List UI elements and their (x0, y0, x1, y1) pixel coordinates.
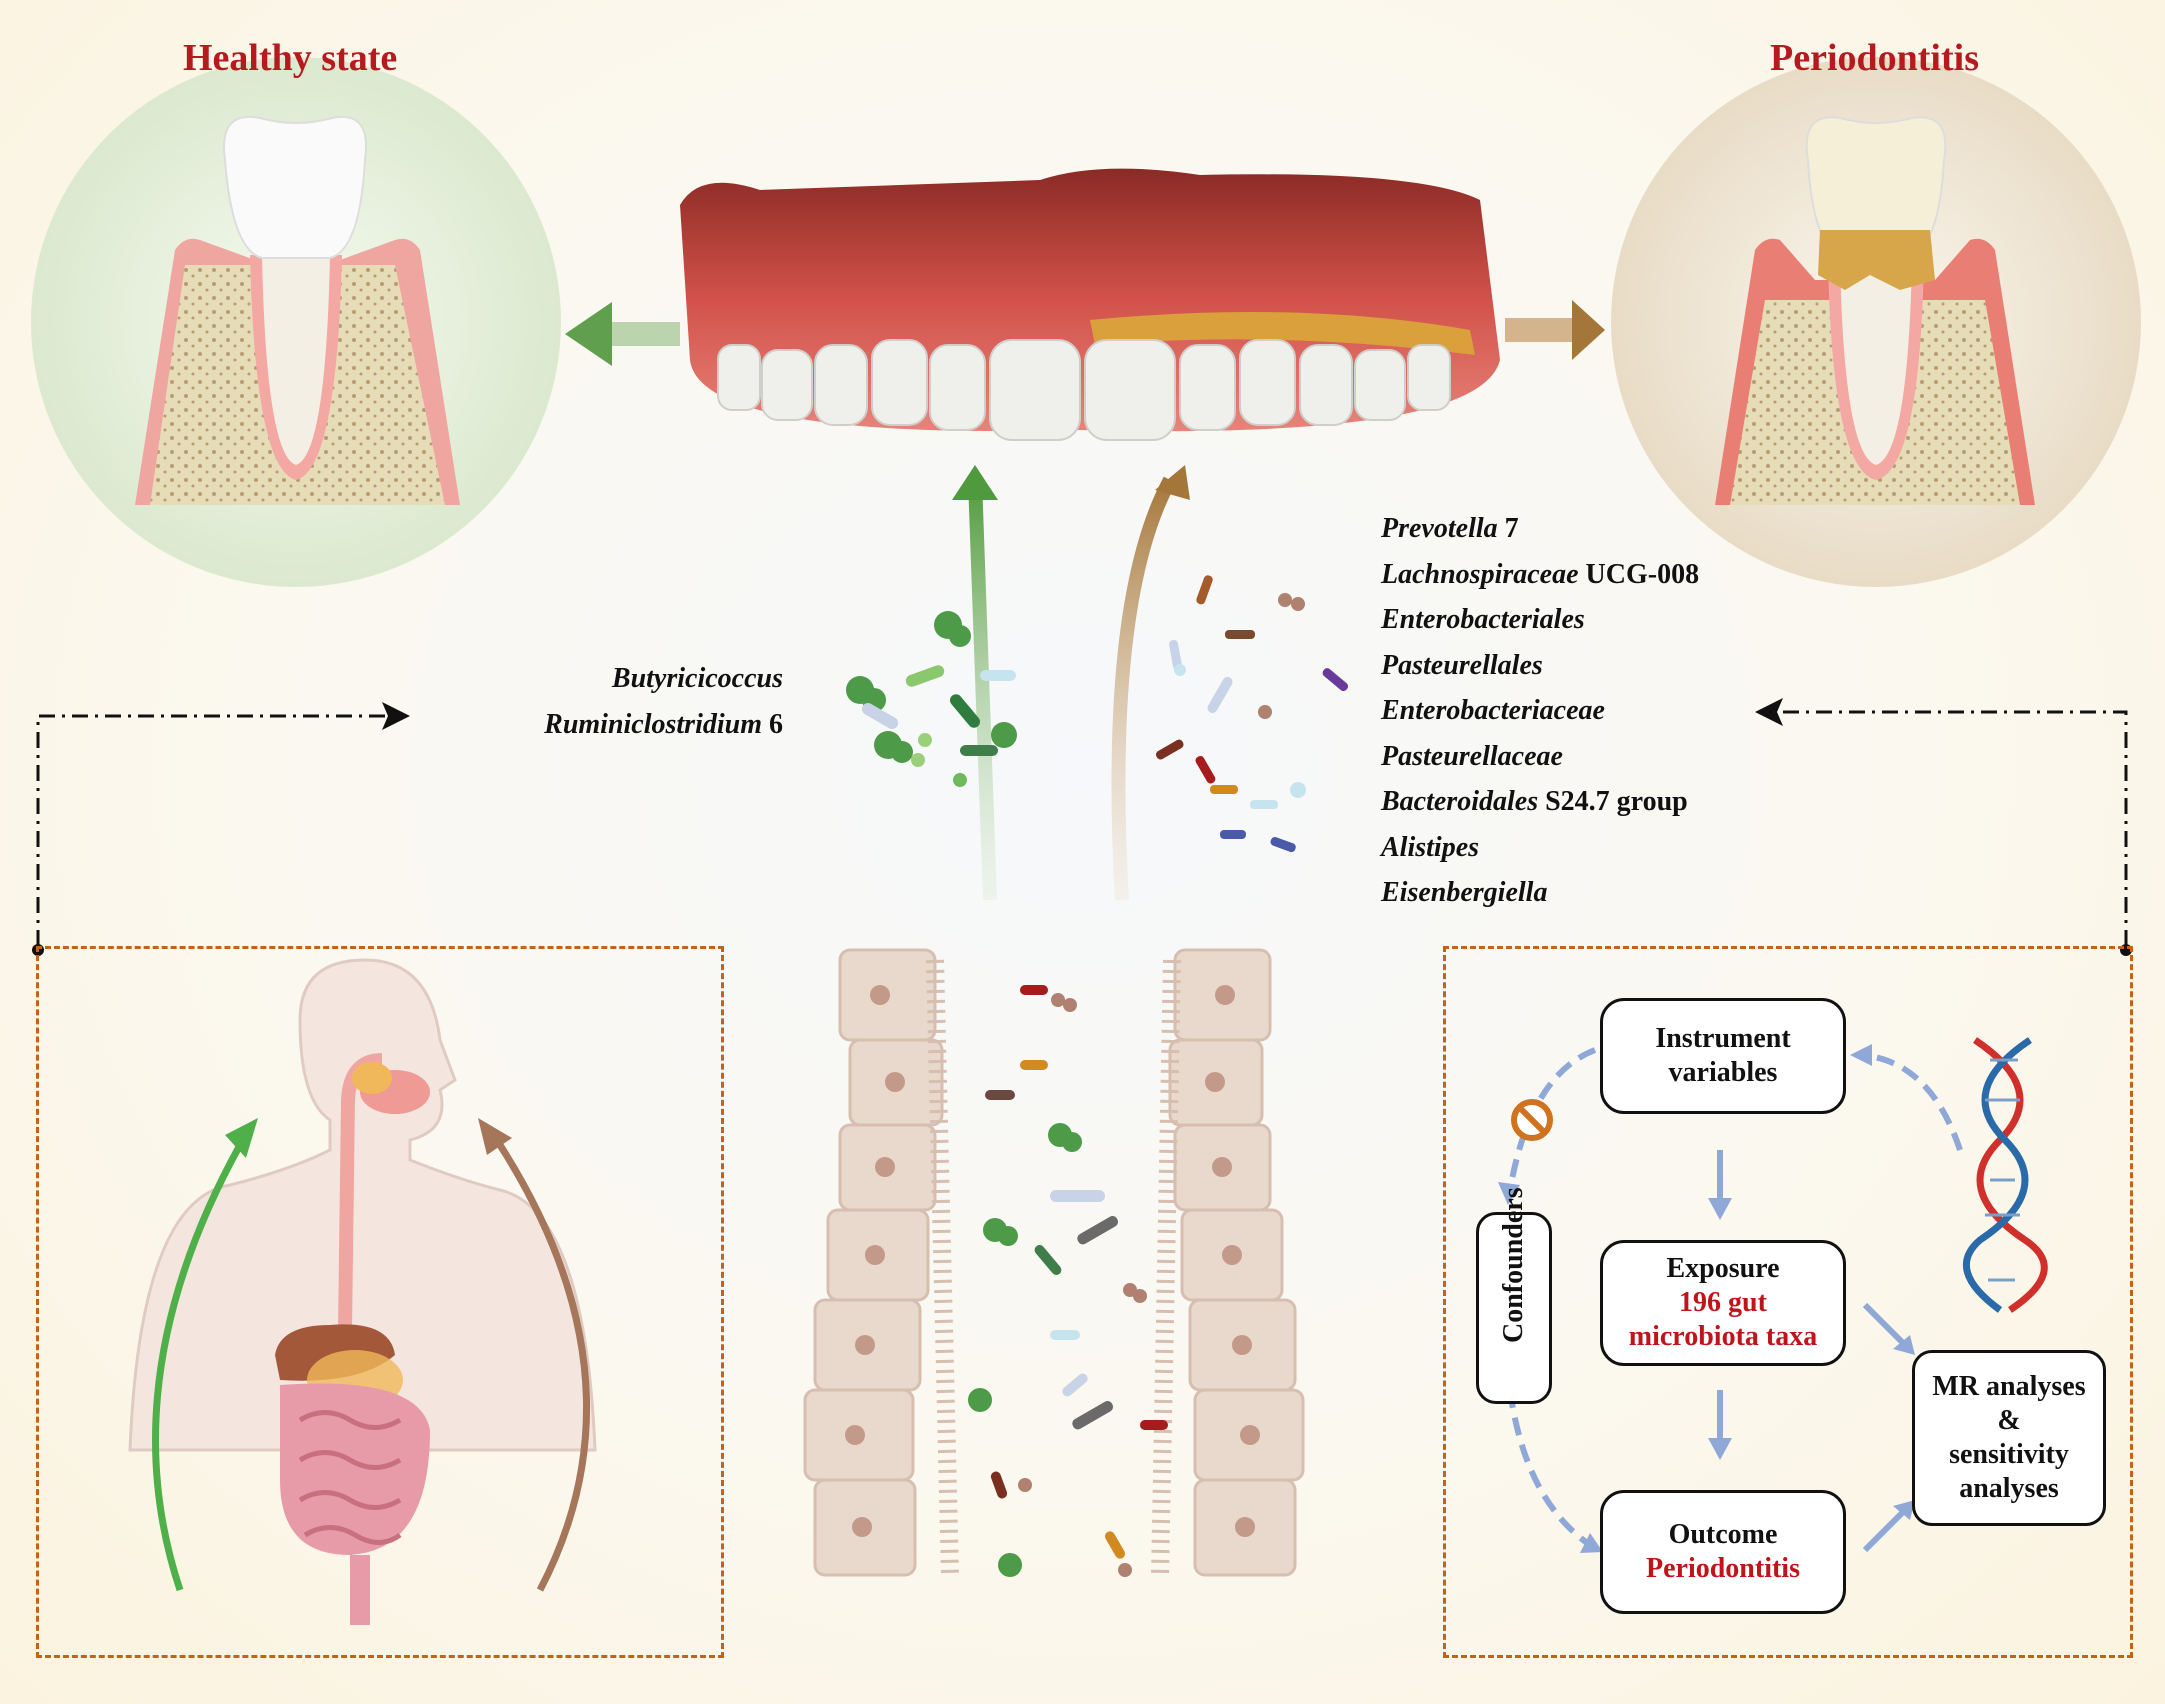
left-connector (36, 714, 390, 946)
body-panel-frame (36, 946, 724, 1658)
green-curved-arrow (952, 465, 998, 901)
outcome-box: Outcome Periodontitis (1600, 1490, 1846, 1614)
harmful-bacteria-cluster (1155, 575, 1349, 853)
human-body-illustration (128, 958, 597, 1625)
beneficial-bacteria-cluster (846, 611, 1017, 787)
healthy-state-title: Healthy state (183, 37, 398, 79)
taxon-enterobacteriaceae: Enterobacteriaceae (1381, 695, 1605, 726)
outcome-value: Periodontitis (1646, 1553, 1800, 1584)
taxon-pasteurellales: Pasteurellales (1381, 649, 1543, 681)
right-connector-arrowhead (1755, 698, 1783, 726)
confounders-label: Confounders (1498, 1187, 1529, 1343)
body-green-arrow (152, 1118, 258, 1592)
instrument-variables-label: Instrument variables (1655, 1023, 1791, 1088)
mr-flow-arrowheads (1498, 1044, 1915, 1553)
ampersand-label: & (1997, 1405, 2021, 1436)
exposure-value: 196 gut microbiota taxa (1628, 1287, 1818, 1352)
sensitivity-analyses-label: sensitivity analyses (1949, 1439, 2069, 1504)
dna-icon (1962, 1037, 2048, 1313)
taxon-enterobacteriales: Enterobacteriales (1381, 604, 1585, 635)
periodontitis-tooth-illustration (1611, 57, 2141, 587)
taxon-lachnospiraceae: Lachnospiraceae UCG-008 (1381, 558, 1700, 590)
left-connector-arrowhead (382, 702, 410, 730)
taxon-bacteroidales: Bacteroidales S24.7 group (1381, 786, 1688, 817)
brown-curved-arrow (1111, 465, 1190, 901)
exposure-box: Exposure 196 gut microbiota taxa (1600, 1240, 1846, 1366)
taxon-eisenbergiella: Eisenbergiella (1381, 877, 1548, 908)
mr-flow-arrows (1507, 1047, 1963, 1553)
mr-analyses-label: MR analyses (1932, 1371, 2086, 1402)
arrow-to-periodontitis (1505, 300, 1605, 360)
periodontitis-title: Periodontitis (1770, 37, 1979, 79)
healthy-tooth-illustration (31, 57, 561, 587)
dental-arch-illustration (680, 168, 1500, 441)
taxon-ruminiclostridium: Ruminiclostridium 6 (544, 708, 783, 740)
right-connector (1775, 710, 2128, 946)
instrument-variables-box: Instrument variables (1600, 998, 1846, 1114)
risk-taxa-list: Prevotella 7 Lachnospiraceae UCG-008 Ent… (1381, 506, 1699, 916)
mr-analyses-box: MR analyses & sensitivity analyses (1912, 1350, 2106, 1526)
taxon-butyricicoccus: Butyricicoccus (611, 663, 783, 694)
outcome-label: Outcome (1668, 1519, 1778, 1550)
taxon-prevotella: Prevotella 7 (1381, 513, 1519, 544)
intestine-illustration (803, 948, 1305, 1577)
taxon-alistipes: Alistipes (1381, 831, 1480, 863)
protective-taxa-list: Butyricicoccus Ruminiclostridium 6 (544, 656, 783, 747)
taxon-pasteurellaceae: Pasteurellaceae (1381, 740, 1563, 772)
exposure-label: Exposure (1666, 1253, 1780, 1284)
arrow-to-healthy (565, 302, 680, 366)
no-entry-icon (1511, 1099, 1553, 1141)
confounders-box: Confounders (1476, 1187, 1552, 1404)
body-brown-arrow (478, 1118, 591, 1592)
mr-panel-frame (1443, 946, 2133, 1658)
